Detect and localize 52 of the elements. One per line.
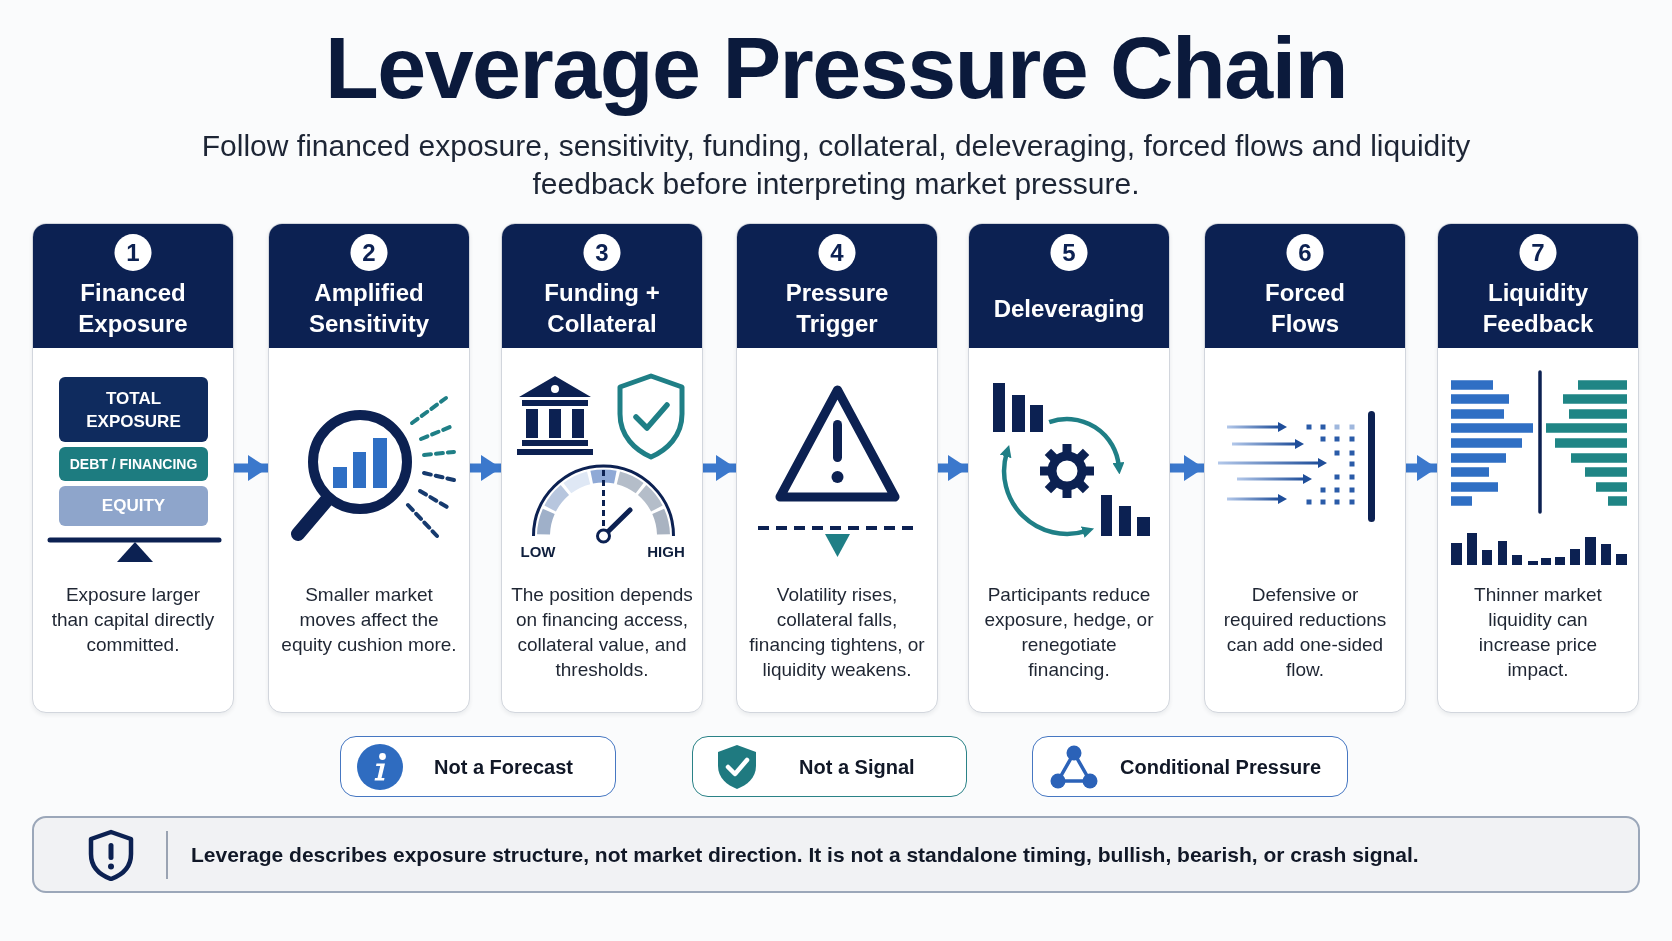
step-number: 5 [1050, 234, 1088, 271]
step-number: 4 [818, 234, 856, 271]
title: Leverage Pressure Chain [325, 18, 1347, 118]
step-number: 1 [114, 234, 152, 271]
step-title: Liquidity Feedback [1481, 278, 1595, 339]
step-description: Smaller market moves affect the equity cushion more. [280, 583, 458, 657]
arrow [470, 455, 501, 481]
layer-label: TOTAL EXPOSURE [85, 387, 182, 433]
step-description: Participants reduce exposure, hedge, or renegotiate financing. [983, 583, 1155, 682]
step-number: 7 [1519, 234, 1557, 271]
step-description: Thinner market liquidity can increase price impact. [1473, 583, 1603, 682]
step-title: Forced Flows [1264, 278, 1346, 339]
step-number: 2 [350, 234, 388, 271]
step-card [268, 223, 470, 713]
step-description: The position depends on financing access, collateral value, and thresholds. [510, 583, 694, 682]
subtitle: Follow financed exposure, sensitivity, funding, collateral, deleveraging, forced flows and liquidity feedback before interpreting market pressure. [200, 128, 1472, 202]
disclaimer-banner [32, 816, 1640, 893]
arrow [234, 455, 268, 481]
step-title: Pressure Trigger [784, 278, 890, 339]
stack-layer [59, 377, 208, 442]
step-card [968, 223, 1170, 713]
layer-label: DEBT / FINANCING [69, 455, 198, 473]
step-title: Funding + Collateral [543, 278, 661, 339]
step-number: 6 [1286, 234, 1324, 271]
step-card [1204, 223, 1406, 713]
step-card [1437, 223, 1639, 713]
step-description: Volatility rises, collateral falls, financing tightens, or liquidity weakens. [748, 583, 926, 682]
step-card [32, 223, 234, 713]
step-card [736, 223, 938, 713]
note-label: Not a Signal [799, 754, 915, 780]
step-title: Amplified Sensitivity [307, 278, 430, 339]
stack-layer [59, 447, 208, 481]
step-title: Financed Exposure [77, 278, 189, 339]
step-description: Exposure larger than capital directly committed. [50, 583, 216, 657]
step-description: Defensive or required reductions can add one-sided flow. [1222, 583, 1388, 682]
stack-layer [59, 486, 208, 526]
arrow [1170, 455, 1204, 481]
arrow [703, 455, 736, 481]
step-card [501, 223, 703, 713]
note-label: Conditional Pressure [1120, 754, 1322, 780]
arrow [938, 455, 968, 481]
step-title: Deleveraging [992, 293, 1146, 324]
disclaimer-text: Leverage describes exposure structure, not market direction. It is not a standalone timing, bullish, bearish, or crash signal. [191, 841, 1419, 868]
step-number: 3 [583, 234, 621, 271]
note-badge [692, 736, 967, 797]
gauge-label: HIGH [647, 543, 685, 559]
gauge-label: LOW [520, 543, 556, 559]
note-badge [1032, 736, 1348, 797]
note-label: Not a Forecast [434, 754, 573, 780]
layer-label: EQUITY [101, 495, 166, 517]
note-badge [340, 736, 616, 797]
arrow [1406, 455, 1437, 481]
